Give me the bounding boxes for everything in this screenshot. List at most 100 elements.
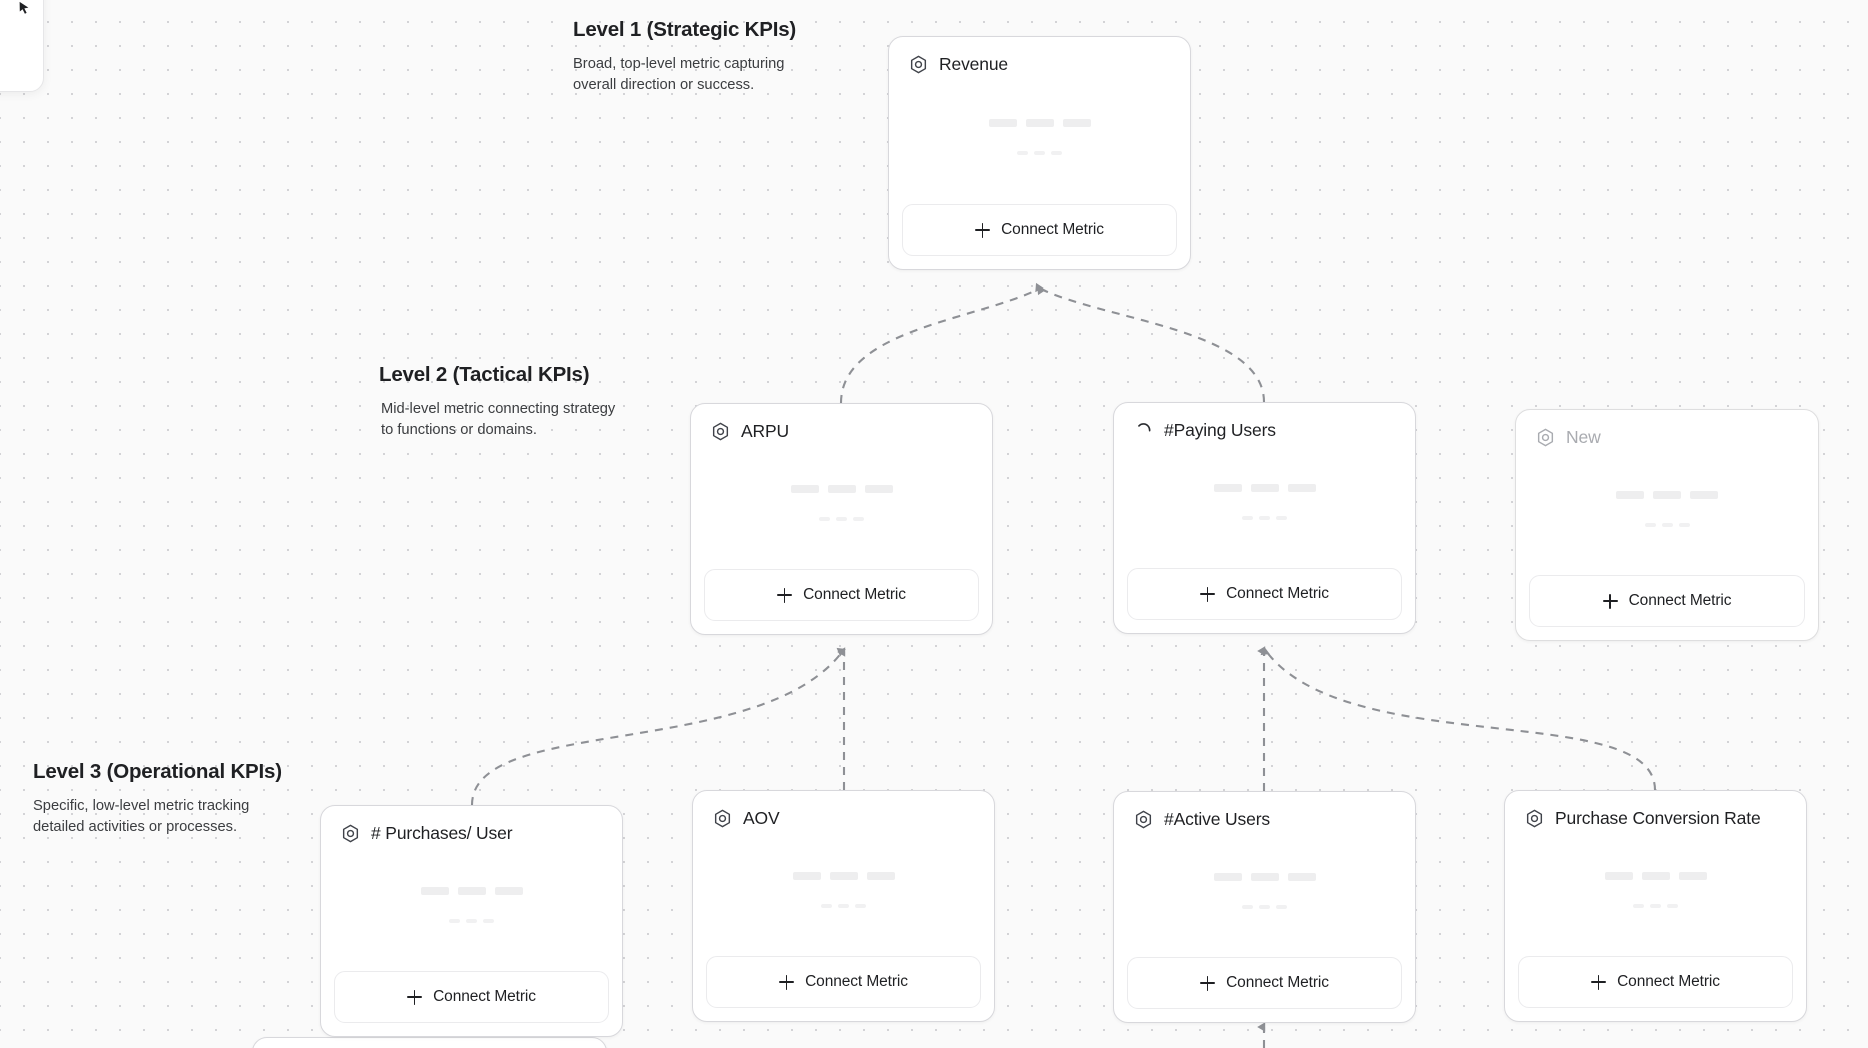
skeleton-bar bbox=[866, 871, 895, 880]
skeleton-bar bbox=[1034, 150, 1045, 155]
metric-card-revenue[interactable]: Revenue Connect Metric bbox=[888, 36, 1191, 270]
hexagon-metric-icon bbox=[711, 422, 730, 441]
level-3-title: Level 3 (Operational KPIs) bbox=[33, 760, 282, 783]
canvas-corner-panel[interactable] bbox=[0, 0, 44, 92]
connect-metric-label: Connect Metric bbox=[1226, 974, 1329, 991]
card-title: Revenue bbox=[939, 54, 1009, 74]
edge-pcr-to-paying bbox=[1260, 646, 1657, 791]
skeleton-bar bbox=[1678, 871, 1707, 880]
skeleton-bar bbox=[838, 903, 849, 908]
skeleton-bar bbox=[1259, 904, 1270, 909]
card-title: New bbox=[1566, 427, 1601, 447]
skeleton-row-primary bbox=[1616, 490, 1718, 499]
plus-icon bbox=[1200, 586, 1216, 602]
card-skeleton-body bbox=[691, 442, 992, 569]
hexagon-metric-icon bbox=[713, 809, 732, 828]
skeleton-row-secondary bbox=[819, 516, 864, 521]
skeleton-bar bbox=[821, 903, 832, 908]
skeleton-row-secondary bbox=[1017, 150, 1062, 155]
skeleton-row-primary bbox=[792, 871, 895, 880]
skeleton-bar bbox=[1661, 522, 1673, 527]
skeleton-bar bbox=[829, 871, 858, 880]
connect-metric-button[interactable]: Connect Metric bbox=[1127, 957, 1402, 1009]
hexagon-metric-icon bbox=[1536, 428, 1555, 447]
metric-card-aov[interactable]: AOV Connect Metric bbox=[692, 790, 995, 1022]
skeleton-bar bbox=[1213, 872, 1242, 881]
skeleton-row-secondary bbox=[449, 918, 494, 923]
metric-card-new[interactable]: New Connect Metric bbox=[1515, 409, 1819, 641]
edge-arpu-to-revenue bbox=[839, 282, 1044, 404]
skeleton-row-secondary bbox=[1242, 515, 1287, 520]
skeleton-bar bbox=[790, 484, 819, 493]
skeleton-bar bbox=[1051, 150, 1062, 155]
skeleton-bar bbox=[1690, 490, 1718, 499]
skeleton-bar bbox=[1259, 515, 1270, 520]
skeleton-row-primary bbox=[1213, 483, 1316, 492]
card-header: # Purchases/ User bbox=[321, 806, 622, 844]
skeleton-bar bbox=[853, 516, 864, 521]
connect-metric-button[interactable]: Connect Metric bbox=[1127, 568, 1402, 620]
card-header: New bbox=[1516, 410, 1818, 448]
card-title: #Active Users bbox=[1164, 809, 1270, 829]
skeleton-bar bbox=[1633, 903, 1644, 908]
skeleton-bar bbox=[1213, 483, 1242, 492]
skeleton-bar bbox=[988, 118, 1017, 127]
card-header: Revenue bbox=[889, 37, 1190, 75]
skeleton-bar bbox=[827, 484, 856, 493]
hexagon-metric-icon bbox=[1525, 809, 1544, 828]
skeleton-bar bbox=[1242, 515, 1253, 520]
cursor-pointer-icon bbox=[17, 1, 31, 15]
metric-card-purchase-conversion-rate[interactable]: Purchase Conversion Rate Connect Metric bbox=[1504, 790, 1807, 1022]
skeleton-row-primary bbox=[1213, 872, 1316, 881]
metric-card-offscreen-partial[interactable] bbox=[252, 1037, 607, 1048]
connect-metric-button[interactable]: Connect Metric bbox=[704, 569, 979, 621]
card-skeleton-body bbox=[321, 844, 622, 971]
edge-purchases-to-arpu bbox=[470, 647, 846, 806]
skeleton-bar bbox=[819, 516, 830, 521]
metric-card-active-users[interactable]: #Active Users Connect Metric bbox=[1113, 791, 1416, 1023]
skeleton-row-primary bbox=[790, 484, 893, 493]
plus-icon bbox=[1591, 974, 1607, 990]
connect-metric-button[interactable]: Connect Metric bbox=[706, 956, 981, 1008]
plus-icon bbox=[777, 587, 793, 603]
card-title: ARPU bbox=[741, 421, 790, 441]
skeleton-bar bbox=[1641, 871, 1670, 880]
skeleton-row-secondary bbox=[1633, 903, 1678, 908]
metric-card-paying-users[interactable]: #Paying Users Connect Metric bbox=[1113, 402, 1416, 634]
card-skeleton-body bbox=[693, 829, 994, 956]
skeleton-bar bbox=[420, 886, 449, 895]
skeleton-bar bbox=[864, 484, 893, 493]
level-2-label-block: Level 2 (Tactical KPIs) Mid-level metric… bbox=[379, 363, 626, 441]
skeleton-bar bbox=[466, 918, 477, 923]
skeleton-bar bbox=[483, 918, 494, 923]
plus-icon bbox=[975, 222, 991, 238]
connect-metric-label: Connect Metric bbox=[805, 973, 908, 990]
skeleton-bar bbox=[1287, 483, 1316, 492]
skeleton-row-primary bbox=[420, 886, 523, 895]
skeleton-bar bbox=[792, 871, 821, 880]
skeleton-bar bbox=[1678, 522, 1690, 527]
card-title: # Purchases/ User bbox=[371, 823, 513, 843]
skeleton-bar bbox=[457, 886, 486, 895]
connect-metric-button[interactable]: Connect Metric bbox=[334, 971, 609, 1023]
skeleton-bar bbox=[1287, 872, 1316, 881]
skeleton-bar bbox=[1025, 118, 1054, 127]
skeleton-bar bbox=[855, 903, 866, 908]
connect-metric-label: Connect Metric bbox=[1628, 592, 1732, 609]
connect-metric-button[interactable]: Connect Metric bbox=[1529, 575, 1805, 627]
loading-spinner-icon bbox=[1134, 421, 1153, 440]
metric-card-arpu[interactable]: ARPU Connect Metric bbox=[690, 403, 993, 635]
skeleton-bar bbox=[836, 516, 847, 521]
card-title: Purchase Conversion Rate bbox=[1555, 808, 1761, 828]
card-header: Purchase Conversion Rate bbox=[1505, 791, 1806, 829]
skeleton-bar bbox=[1644, 522, 1656, 527]
connect-metric-button[interactable]: Connect Metric bbox=[902, 204, 1177, 256]
skeleton-row-primary bbox=[988, 118, 1091, 127]
connect-metric-label: Connect Metric bbox=[1001, 221, 1104, 238]
card-skeleton-body bbox=[1114, 830, 1415, 957]
skeleton-bar bbox=[1667, 903, 1678, 908]
metric-card-purchases-per-user[interactable]: # Purchases/ User Connect Metric bbox=[320, 805, 623, 1037]
connect-metric-button[interactable]: Connect Metric bbox=[1518, 956, 1793, 1008]
card-skeleton-body bbox=[889, 75, 1190, 204]
